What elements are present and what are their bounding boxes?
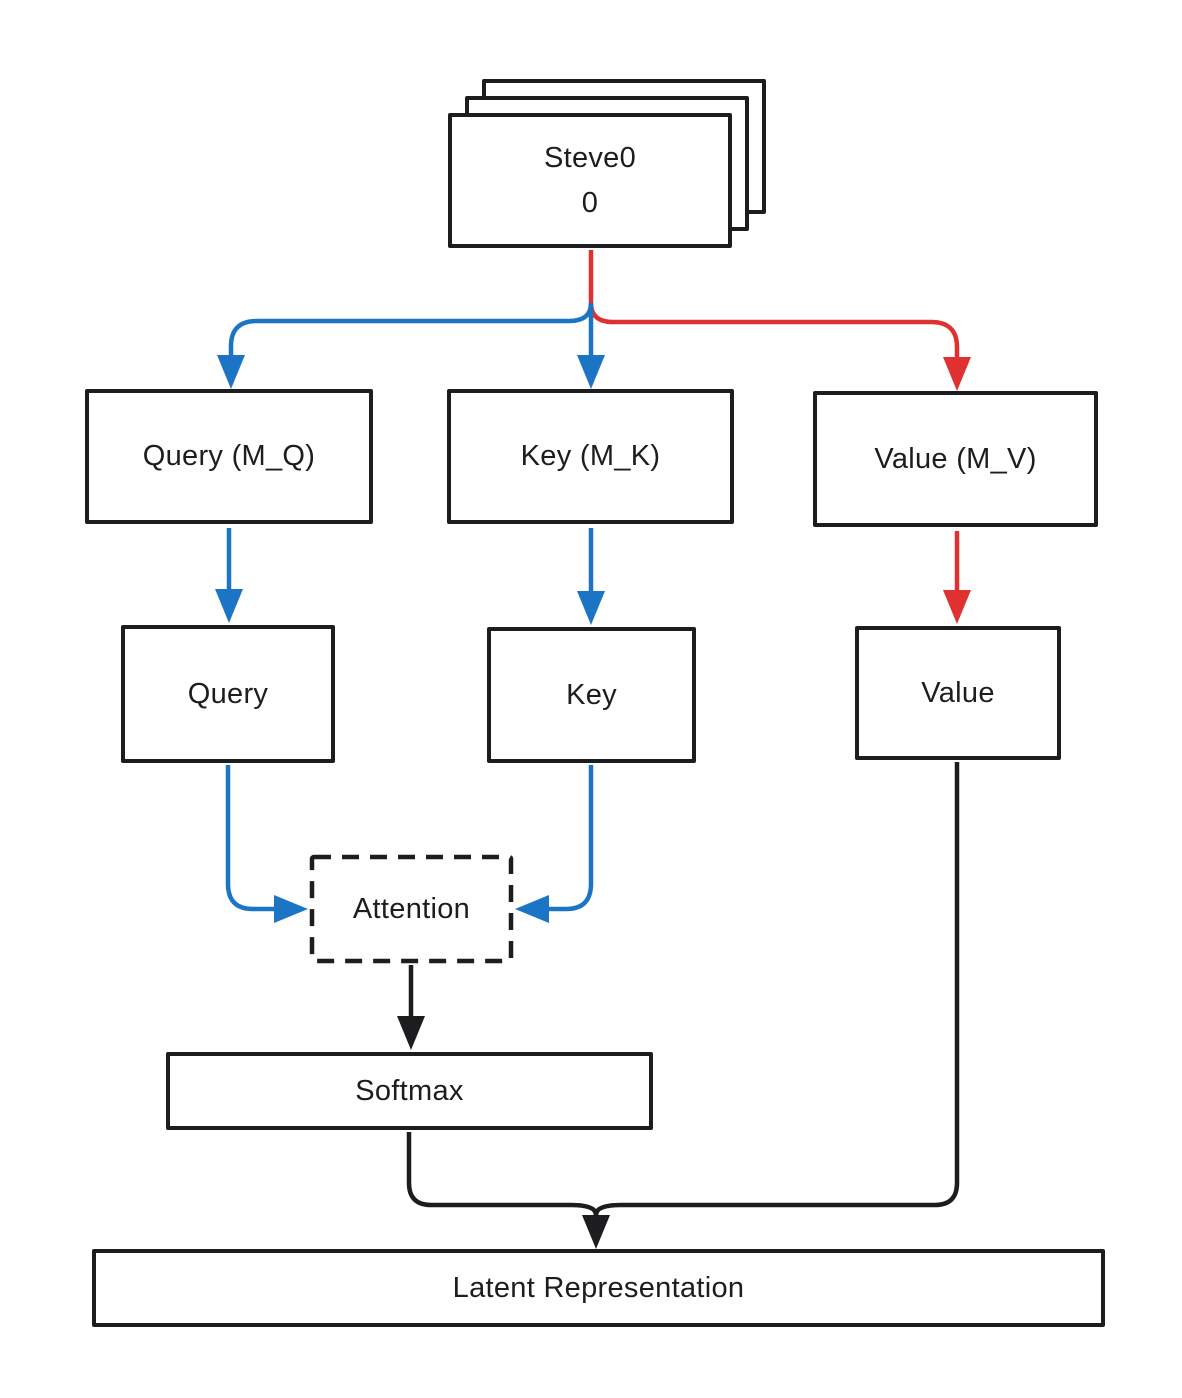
key-label: Key — [566, 678, 617, 711]
value-label: Value — [921, 676, 995, 709]
node-value: Value — [855, 626, 1061, 760]
key-projection-label: Key (M_K) — [520, 440, 661, 472]
edge-key-to-attention — [515, 765, 594, 923]
latent-representation-label: Latent Representation — [452, 1271, 745, 1304]
node-query: Query — [121, 625, 335, 763]
attention-label: Attention — [352, 892, 471, 925]
input-stack-label-line1: Steve0 — [543, 141, 637, 174]
node-value-projection: Value (M_V) — [813, 391, 1098, 527]
node-key: Key — [487, 627, 696, 763]
node-key-projection: Key (M_K) — [447, 389, 734, 524]
edge-query-to-attention — [225, 765, 308, 923]
edge-softmax-to-latent — [406, 1132, 610, 1249]
softmax-label: Softmax — [355, 1074, 464, 1107]
edge-value-to-latent — [593, 762, 960, 1216]
value-projection-label: Value (M_V) — [874, 442, 1037, 475]
input-stack-label-line2: 0 — [581, 186, 599, 219]
edge-input-to-query-projection — [217, 302, 594, 389]
node-query-projection: Query (M_Q) — [85, 389, 373, 524]
query-label: Query — [187, 677, 269, 710]
node-softmax: Softmax — [166, 1052, 653, 1130]
edge-input-to-value-projection — [588, 250, 971, 391]
node-latent-representation: Latent Representation — [92, 1249, 1105, 1327]
node-attention: Attention — [310, 855, 513, 963]
node-input-stack: Steve0 0 — [448, 113, 732, 248]
query-projection-label: Query (M_Q) — [142, 440, 316, 472]
